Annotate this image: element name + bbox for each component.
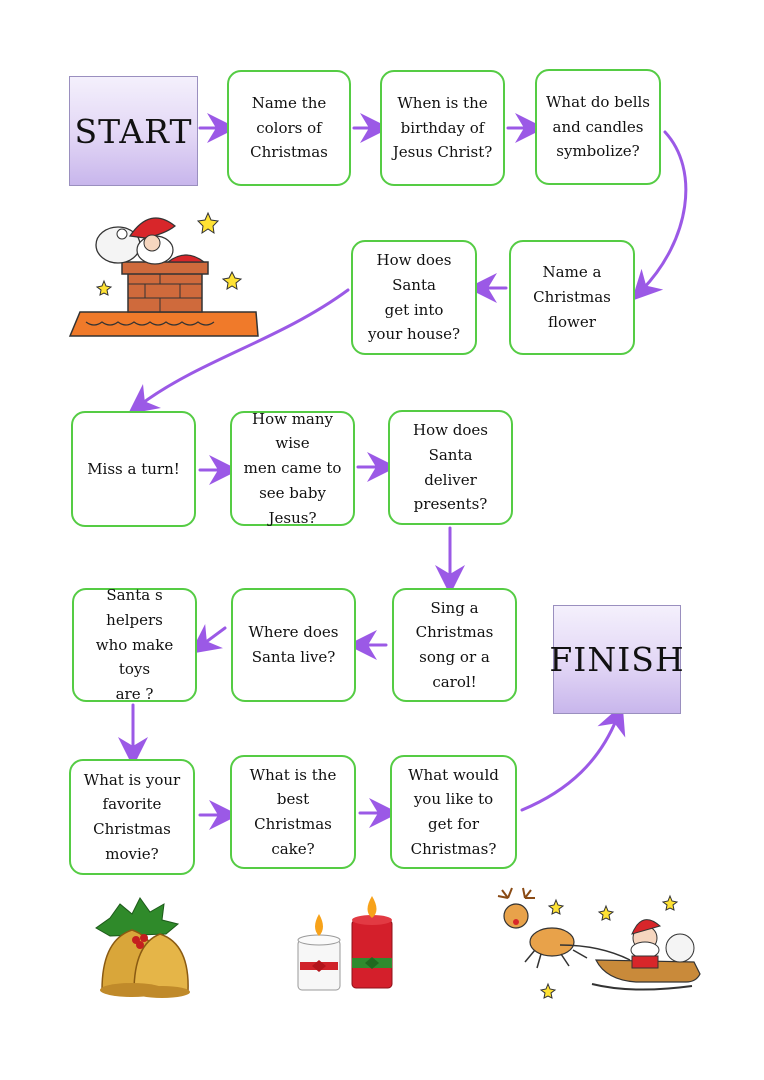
star-icon [95,211,243,296]
board-square-12[interactable]: What is your favorite Christmas movie? [69,759,195,875]
board-square-4[interactable]: Name a Christmas flower [509,240,635,355]
start-square[interactable]: START [69,76,198,186]
arrow-5-to-6 [127,288,350,414]
arrow-3-to-4 [631,130,688,301]
candles-illustration [297,896,393,991]
board-square-8[interactable]: How does Santa deliver presents? [388,410,513,525]
board-square-2[interactable]: When is the birthday of Jesus Christ? [380,70,505,186]
board-square-5[interactable]: How does Santa get into your house? [351,240,477,355]
santa-chimney-illustration [68,217,259,337]
board-square-6[interactable]: Miss a turn! [71,411,196,527]
star-icon [539,894,679,999]
christmas-bells-illustration [95,897,190,998]
board-square-13[interactable]: What is the best Christmas cake? [230,755,356,869]
board-square-3[interactable]: What do bells and candles symbolize? [535,69,661,185]
board-square-11[interactable]: Santa s helpers who make toys are ? [72,586,197,703]
board-square-9[interactable]: Sing a Christmas song or a carol! [392,588,517,702]
arrow-10-to-11 [189,624,227,654]
santa-sleigh-reindeer-illustration [497,887,701,991]
arrow-14-to-finish [520,704,626,812]
board-square-14[interactable]: What would you like to get for Christmas… [390,755,517,869]
finish-square[interactable]: FINISH [549,605,684,714]
board-square-10[interactable]: Where does Santa live? [231,588,356,702]
board-square-1[interactable]: Name the colors of Christmas [227,70,351,186]
board-square-7[interactable]: How many wise men came to see baby Jesus… [230,410,355,527]
